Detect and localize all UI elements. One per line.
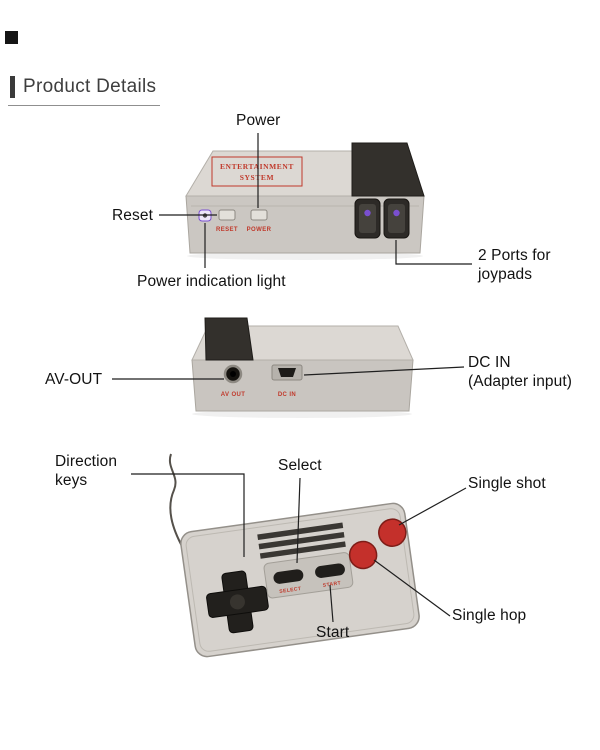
console-back-illustration: AV OUT DC IN <box>191 317 414 418</box>
console-back-cartridge-block <box>204 317 254 361</box>
page-title-underline <box>8 105 160 106</box>
select-callout-line <box>296 477 301 564</box>
console-brand-box <box>211 156 303 187</box>
single-shot-callout-line <box>398 487 467 526</box>
joypad-port-2-face <box>388 204 405 233</box>
dpad-center <box>229 594 245 610</box>
dc-in-port <box>278 368 296 377</box>
reset-button-label: RESET <box>216 227 238 233</box>
console-front-illustration: ENTERTAINMENT SYSTEM RESET POWER <box>185 142 425 260</box>
annotation-single-hop: Single hop <box>452 607 527 624</box>
start-pill-label: START <box>322 580 341 588</box>
controller-illustration: SELECT START <box>180 502 420 658</box>
console-back-shadow <box>192 410 412 418</box>
dc-in-callout-line <box>303 366 465 376</box>
ports-callout-line <box>395 240 472 265</box>
controller-body-inner-line <box>185 508 415 652</box>
select-pill-button <box>273 569 304 584</box>
av-out-port-label: AV OUT <box>221 392 246 398</box>
controller-stripe-1 <box>257 522 344 540</box>
controller-stripe-2 <box>258 531 345 550</box>
console-front-shadow <box>187 252 423 260</box>
power-button-label: POWER <box>247 227 272 233</box>
start-pill-button <box>315 563 345 578</box>
console-front-cartridge-block <box>351 142 425 197</box>
annotation-start: Start <box>316 624 350 641</box>
page-title: Product Details <box>10 76 156 98</box>
start-callout-line <box>329 584 334 623</box>
annotation-select: Select <box>278 457 322 474</box>
red-button-b <box>348 540 378 570</box>
single-hop-callout-line <box>373 559 451 617</box>
annotation-reset: Reset <box>112 207 153 224</box>
annotation-dc-in: DC IN (Adapter input) <box>468 354 573 391</box>
annotation-power: Power <box>236 112 281 129</box>
console-brand-line2: SYSTEM <box>240 173 274 182</box>
console-brand-line1: ENTERTAINMENT <box>220 162 294 171</box>
joypad-port-1-face <box>359 204 376 233</box>
annotation-av-out: AV-OUT <box>45 371 103 388</box>
controller-stripe-3 <box>259 541 346 559</box>
red-button-a <box>378 518 407 547</box>
annotation-ports-for-joypads: 2 Ports for joypads <box>478 247 551 284</box>
dc-in-port-label: DC IN <box>278 392 296 398</box>
joypad-port-1-pin <box>364 209 371 217</box>
annotation-single-shot: Single shot <box>468 475 546 492</box>
reset-button <box>218 209 236 221</box>
controller-cable <box>168 453 184 549</box>
annotation-lines <box>112 133 472 623</box>
annotation-power-indication-light: Power indication light <box>137 273 286 290</box>
select-pill-label: SELECT <box>279 586 302 595</box>
av-out-port-center <box>230 371 236 377</box>
power-button <box>250 209 268 221</box>
joypad-port-2-pin <box>393 209 400 217</box>
annotation-direction-keys: Direction keys <box>55 453 118 490</box>
direction-keys-callout-line <box>131 473 245 557</box>
corner-mark <box>5 31 18 44</box>
